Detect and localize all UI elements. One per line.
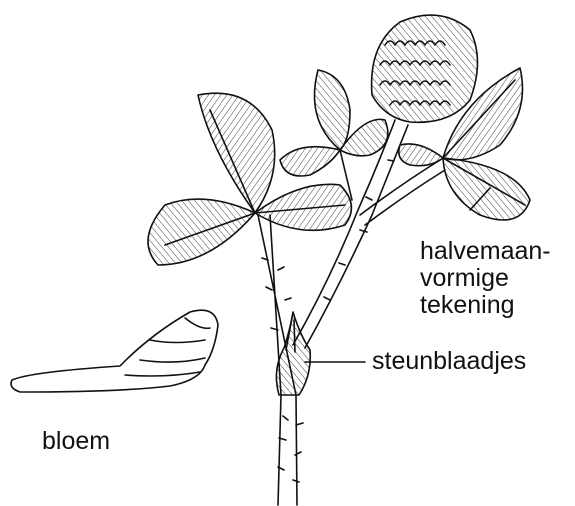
label-crescent-marking: halvemaan- vormige tekening xyxy=(420,238,551,319)
label-crescent-line-1: halvemaan- xyxy=(420,238,551,265)
label-crescent-line-3: tekening xyxy=(420,292,551,319)
label-crescent-line-2: vormige xyxy=(420,265,551,292)
detached-flower xyxy=(11,310,218,392)
flower-head xyxy=(372,15,478,122)
label-stipules: steunblaadjes xyxy=(372,348,526,375)
label-flower: bloem xyxy=(42,428,110,455)
